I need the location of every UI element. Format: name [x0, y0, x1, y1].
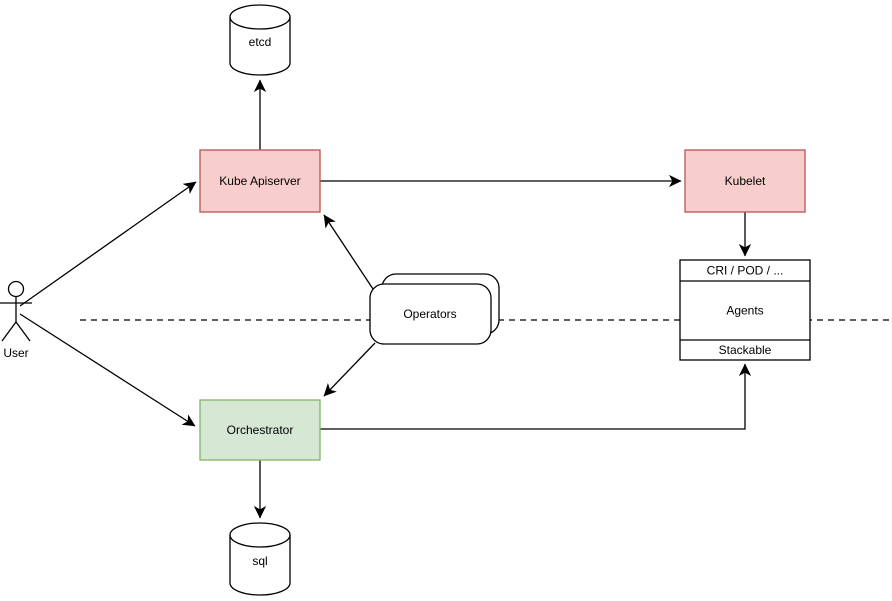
node-user: User [0, 280, 32, 360]
node-operators: Operators [369, 273, 500, 345]
etcd-cylinder-lid [229, 16, 291, 30]
cri-pod-label: CRI / POD / ... [707, 264, 784, 278]
edges [19, 79, 752, 519]
kube-apiserver-box [199, 149, 321, 213]
kubelet-box [684, 149, 806, 213]
edge-orchestrator-to-stackable [320, 363, 752, 430]
user-actor-head [7, 280, 25, 298]
operators-front-card [369, 283, 492, 345]
edge-user-to-apiserver [19, 181, 197, 307]
etcd-label: etcd [249, 35, 272, 49]
sql-label: sql [252, 554, 267, 568]
node-kube-apiserver: Kube Apiserver [199, 149, 321, 213]
agents-label: Agents [726, 304, 763, 318]
user-actor-right-leg [15, 321, 31, 342]
edge-user-to-orchestrator [19, 313, 196, 427]
kube-apiserver-label: Kube Apiserver [219, 174, 300, 188]
user-actor-left-leg [1, 321, 17, 342]
agents-stack-box [679, 259, 811, 361]
node-kubelet: Kubelet [684, 149, 806, 213]
edge-operators-to-apiserver [323, 214, 374, 290]
sql-cylinder-lid [229, 534, 291, 548]
operators-label: Operators [403, 307, 456, 321]
etcd-cylinder [229, 4, 291, 76]
user-label: User [3, 346, 28, 360]
node-agents-stack: CRI / POD / ... Agents Stackable [679, 259, 811, 361]
node-sql: sql [229, 522, 291, 596]
orchestrator-label: Orchestrator [227, 423, 294, 437]
node-etcd: etcd [229, 4, 291, 76]
stackable-label: Stackable [719, 343, 772, 357]
orchestrator-box [199, 399, 321, 461]
kubelet-label: Kubelet [725, 174, 766, 188]
edge-operators-to-orchestrator [323, 342, 376, 397]
sql-cylinder [229, 522, 291, 596]
node-orchestrator: Orchestrator [199, 399, 321, 461]
